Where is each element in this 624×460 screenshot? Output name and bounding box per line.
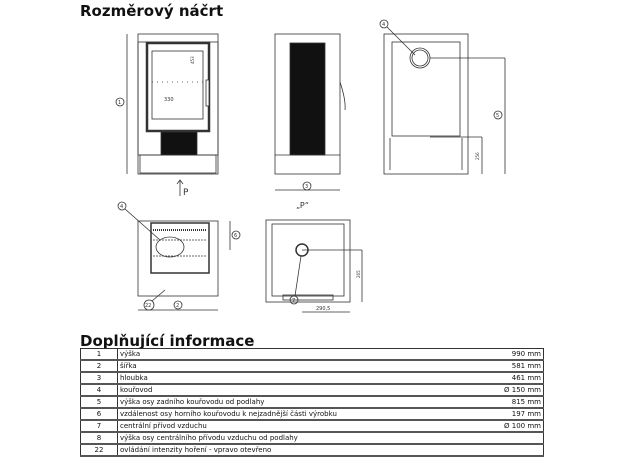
row-value [469,431,544,445]
front-view: 330 453 1 P [115,33,219,198]
dim-453: 453 [190,56,195,64]
row-value: 461 mm [469,371,544,385]
row-description: výška [117,348,469,361]
dimension-drawing: 330 453 1 P 3 256 5 4 [115,19,506,313]
row-description: výška osy centrálního přívodu vzduchu od… [117,431,469,445]
callout-6: 6 [234,233,237,239]
callout-3: 3 [305,184,308,190]
row-value: 815 mm [469,395,544,409]
back-view: 256 5 4 [379,19,506,175]
row-number: 22 [80,443,118,457]
view-p-label: „P“ [296,201,309,210]
bottom-view: „P“ 265 290,5 7 [265,201,363,313]
callout-4-back: 4 [382,22,385,28]
row-description: centrální přívod vzduchu [117,419,469,433]
callout-1: 1 [118,100,121,106]
row-description: hloubka [117,371,469,385]
row-number: 7 [80,419,118,433]
callout-5: 5 [496,113,499,119]
row-description: výška osy zadního kouřovodu od podlahy [117,395,469,409]
callout-4-top: 4 [120,204,123,210]
row-description: vzdálenost osy horního kouřovodu k nejza… [117,407,469,421]
dim-256: 256 [475,152,480,160]
info-title: Doplňující informace [80,332,255,350]
callout-2: 2 [176,303,179,309]
row-value: 581 mm [469,359,544,373]
callout-22: 22 [145,303,151,309]
callout-7: 7 [292,298,295,304]
dim-330: 330 [164,97,174,103]
side-view: 3 [274,33,346,191]
row-number: 6 [80,407,118,421]
row-value: 197 mm [469,407,544,421]
top-view: 6 2 22 4 [117,201,241,311]
row-description: šířka [117,359,469,373]
row-number: 2 [80,359,118,373]
row-description: ovládání intenzity hoření - vpravo otevř… [117,443,469,457]
row-value [469,443,544,457]
row-value: Ø 100 mm [469,419,544,433]
row-value: 990 mm [469,348,544,361]
dim-265: 265 [356,270,361,278]
row-number: 3 [80,371,118,385]
view-arrow-label: P [183,188,189,198]
dim-290: 290,5 [316,306,330,312]
row-value: Ø 150 mm [469,383,544,397]
row-number: 8 [80,431,118,445]
row-number: 5 [80,395,118,409]
row-number: 1 [80,348,118,361]
sketch-title: Rozměrový náčrt [80,2,224,20]
row-description: kouřovod [117,383,469,397]
row-number: 4 [80,383,118,397]
